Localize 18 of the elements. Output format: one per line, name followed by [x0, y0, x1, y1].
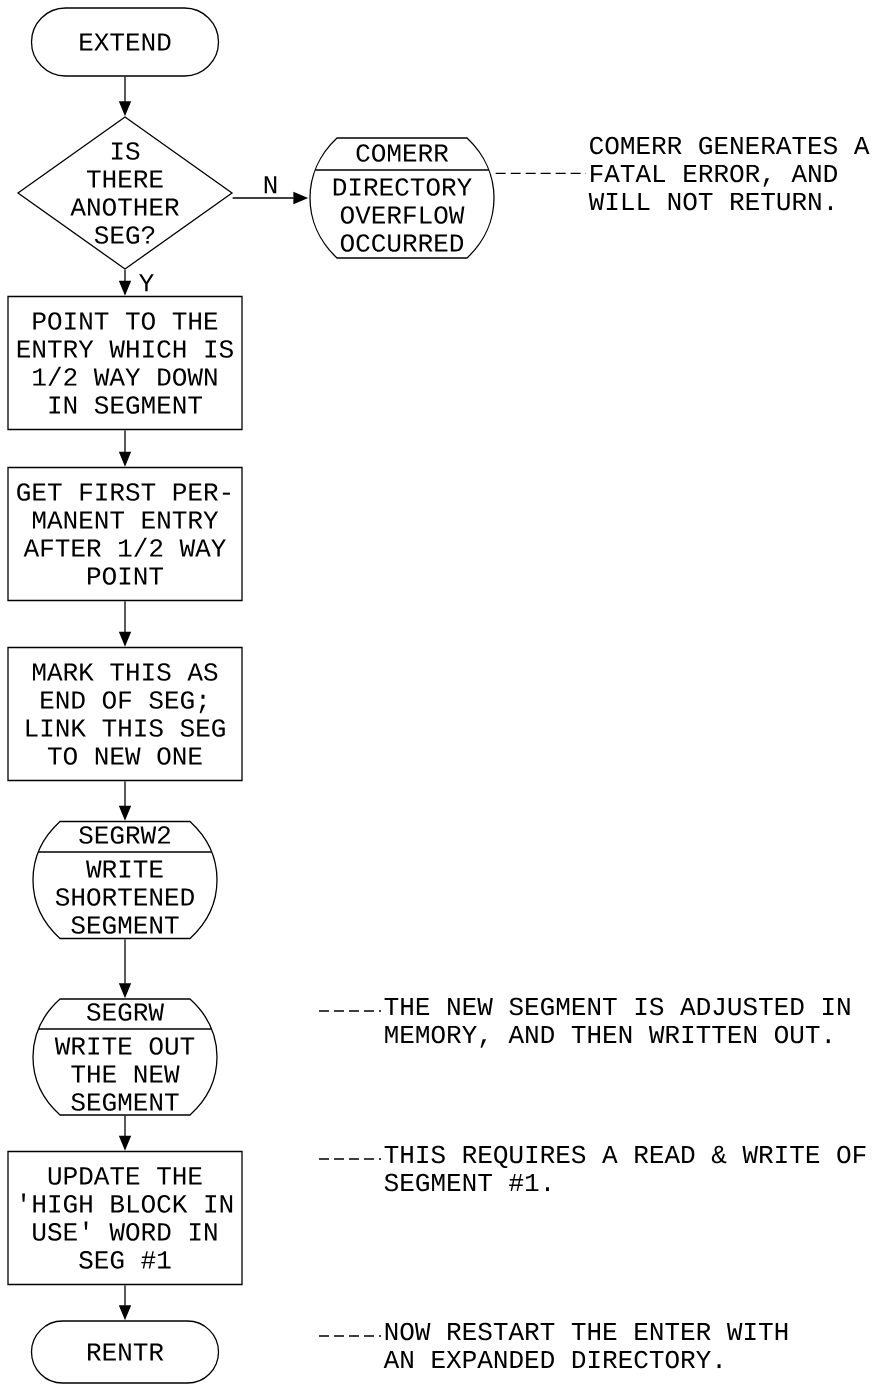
leader-line	[318, 1335, 382, 1337]
terminal-box: RENTR	[30, 1320, 220, 1384]
terminal-box: EXTEND	[30, 7, 220, 77]
note-text: THIS REQUIRES A READ & WRITE OF SEGMENT #1.	[384, 1145, 866, 1192]
note-text: THE NEW SEGMENT IS ADJUSTED IN MEMORY, AND THEN WRITTEN OUT.	[384, 997, 850, 1048]
subroutine-box: SEGRW WRITE OUT THE NEW SEGMENT	[32, 998, 218, 1116]
process-box: MARK THIS AS END OF SEG; LINK THIS SEG TO NEW ONE	[7, 646, 243, 782]
subroutine-box: SEGRW2 WRITE SHORTENED SEGMENT	[32, 820, 218, 940]
leader-line	[318, 1158, 382, 1160]
process-box: UPDATE THE 'HIGH BLOCK IN USE' WORD IN SEG #1	[7, 1150, 243, 1286]
process-box: GET FIRST PER- MANENT ENTRY AFTER 1/2 WAY POINT	[7, 466, 243, 602]
process-box: POINT TO THE ENTRY WHICH IS 1/2 WAY DOWN IN SEGMENT	[7, 295, 243, 431]
edge-label: Y	[139, 274, 154, 292]
note-text: NOW RESTART THE ENTER WITH AN EXPANDED DIRECTORY.	[383, 1322, 788, 1369]
subroutine-box: COMERR DIRECTORY OVERFLOW OCCURRED	[309, 137, 495, 259]
leader-line	[318, 1010, 382, 1012]
note-text: COMERR GENERATES A FATAL ERROR, AND WILL NOT RETURN.	[588, 136, 870, 211]
edge-label: N	[264, 176, 277, 194]
